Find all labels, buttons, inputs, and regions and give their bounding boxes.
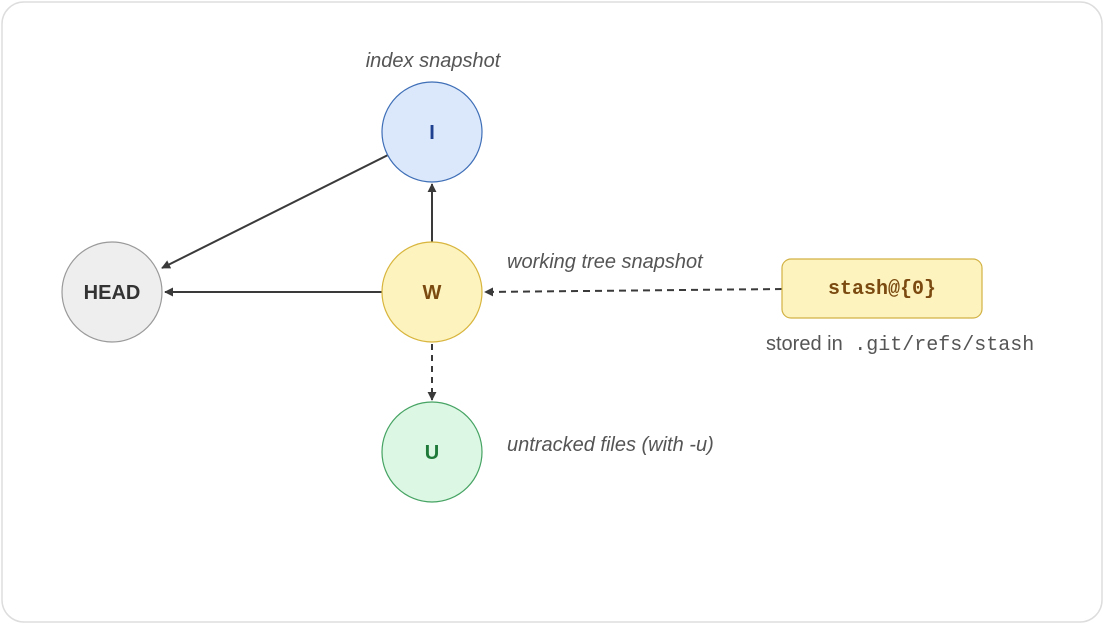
stored-in-prefix: stored in bbox=[766, 333, 848, 355]
index-circle bbox=[381, 81, 483, 183]
head-label: HEAD bbox=[84, 282, 141, 304]
edge-index-to-head bbox=[161, 154, 389, 269]
stash-label: stash@{0} bbox=[828, 278, 936, 301]
working-node[interactable]: W bbox=[381, 241, 483, 343]
edge-stash-to-working bbox=[484, 287, 783, 297]
untracked-caption: untracked files (with -u) bbox=[507, 434, 714, 456]
head-node[interactable]: HEAD bbox=[61, 241, 163, 343]
stored-in-path: .git/refs/stash bbox=[854, 334, 1034, 357]
untracked-label: U bbox=[425, 442, 439, 464]
working-circle bbox=[381, 241, 483, 343]
working-label: W bbox=[423, 282, 442, 304]
index-label: I bbox=[429, 122, 435, 144]
index-node[interactable]: I bbox=[381, 81, 483, 183]
index-caption: index snapshot bbox=[366, 50, 502, 72]
stash-ref-box[interactable]: stash@{0} bbox=[781, 258, 983, 319]
working-caption: working tree snapshot bbox=[507, 251, 704, 273]
stash-rect bbox=[781, 258, 983, 319]
untracked-circle bbox=[381, 401, 483, 503]
untracked-node[interactable]: U bbox=[381, 401, 483, 503]
stored-in-caption: stored in .git/refs/stash bbox=[766, 333, 1034, 357]
head-circle bbox=[61, 241, 163, 343]
